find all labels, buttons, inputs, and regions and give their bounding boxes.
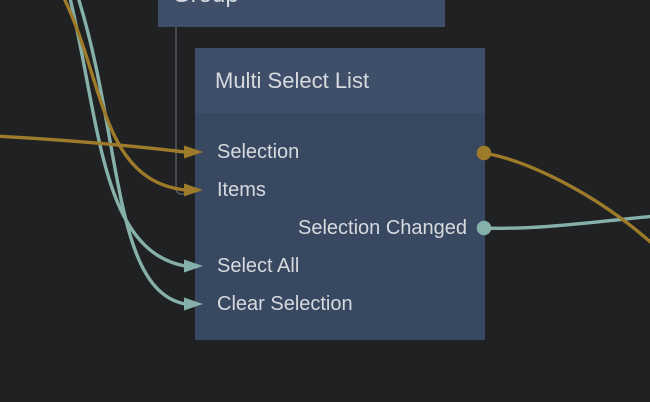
- node-multi-select-list[interactable]: Multi Select List Selection Items Select…: [195, 48, 485, 340]
- wire-selection-out[interactable]: [482, 151, 650, 247]
- port-label-items: Items: [217, 178, 266, 201]
- port-row-selection-changed[interactable]: Selection Changed: [195, 209, 485, 247]
- node-title: Multi Select List: [215, 67, 370, 93]
- node-header[interactable]: Multi Select List: [195, 48, 485, 113]
- wire-selection-changed-out[interactable]: [482, 214, 650, 230]
- port-label-clear-selection: Clear Selection: [217, 292, 353, 315]
- wire-selection-in[interactable]: [0, 134, 187, 154]
- wire-select-all[interactable]: [68, 0, 187, 268]
- port-row-selection[interactable]: Selection: [195, 133, 485, 171]
- node-group[interactable]: Group: [158, 0, 445, 27]
- elbow-connector-line: [175, 27, 187, 195]
- port-label-select-all: Select All: [217, 254, 300, 277]
- wire-clear-selection[interactable]: [77, 0, 187, 306]
- port-row-clear-selection[interactable]: Clear Selection: [195, 285, 485, 323]
- port-row-select-all[interactable]: Select All: [195, 247, 485, 285]
- port-row-items[interactable]: Items: [195, 171, 485, 209]
- node-group-title: Group: [172, 0, 239, 9]
- node-body: Selection Items Selection Changed Select…: [195, 113, 485, 323]
- wire-items-in[interactable]: [62, 0, 187, 192]
- port-label-selection: Selection: [217, 140, 300, 163]
- port-label-selection-changed: Selection Changed: [297, 216, 467, 239]
